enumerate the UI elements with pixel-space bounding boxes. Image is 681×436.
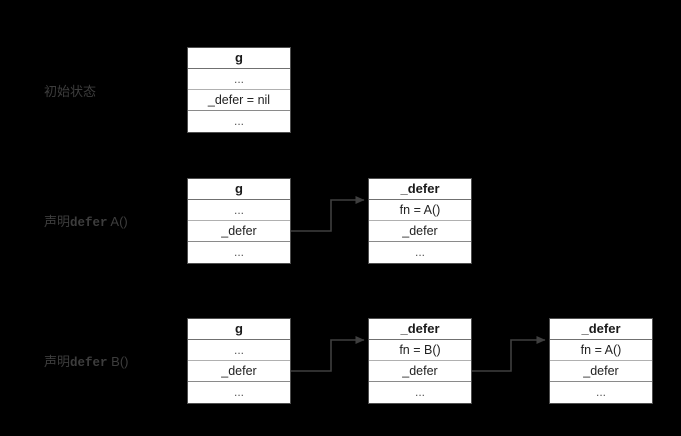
row-label-defer-a-keyword: defer: [70, 216, 108, 230]
struct-cell-defer: _defer: [188, 221, 290, 242]
row-label-defer-a: 声明defer A(): [44, 214, 128, 231]
struct-box-g-defer-a: g ... _defer ...: [187, 178, 291, 264]
struct-cell-dots-bottom: ...: [188, 382, 290, 403]
struct-header: _defer: [369, 179, 471, 200]
row-label-defer-b-prefix: 声明: [44, 354, 71, 369]
struct-cell-dots-top: ...: [188, 340, 290, 361]
struct-cell-fn: fn = A(): [550, 340, 652, 361]
struct-cell-defer: _defer: [369, 221, 471, 242]
row-label-defer-a-prefix: 声明: [44, 214, 71, 229]
struct-cell-dots-bottom: ...: [369, 242, 471, 263]
struct-header: _defer: [550, 319, 652, 340]
struct-box-defer-a: _defer fn = A() _defer ...: [368, 178, 472, 264]
arrow-defer-b-to-defer-a: [471, 336, 546, 372]
row-label-initial: 初始状态: [44, 84, 96, 100]
row-label-defer-a-suffix: A(): [107, 214, 128, 229]
arrow-g-to-defer-a: [291, 196, 365, 232]
arrow-g-to-defer-b: [291, 336, 365, 372]
struct-header: g: [188, 179, 290, 200]
struct-cell-dots-bottom: ...: [369, 382, 471, 403]
struct-header: g: [188, 319, 290, 340]
struct-cell-defer: _defer: [188, 361, 290, 382]
row-label-initial-text: 初始状态: [44, 84, 97, 99]
struct-cell-fn: fn = A(): [369, 200, 471, 221]
struct-cell-dots-bottom: ...: [188, 242, 290, 263]
struct-box-defer-b: _defer fn = B() _defer ...: [368, 318, 472, 404]
struct-cell-defer: _defer = nil: [188, 90, 290, 111]
struct-box-g-initial: g ... _defer = nil ...: [187, 47, 291, 133]
struct-cell-fn: fn = B(): [369, 340, 471, 361]
row-label-defer-b: 声明defer B(): [44, 354, 128, 371]
row-label-defer-b-suffix: B(): [107, 354, 129, 369]
row-label-defer-b-keyword: defer: [70, 356, 108, 370]
struct-header: _defer: [369, 319, 471, 340]
struct-cell-defer: _defer: [369, 361, 471, 382]
struct-box-defer-b-a: _defer fn = A() _defer ...: [549, 318, 653, 404]
struct-cell-dots-bottom: ...: [550, 382, 652, 403]
struct-cell-dots-bottom: ...: [188, 111, 290, 132]
struct-box-g-defer-b: g ... _defer ...: [187, 318, 291, 404]
struct-cell-dots-top: ...: [188, 200, 290, 221]
struct-cell-dots-top: ...: [188, 69, 290, 90]
struct-cell-defer: _defer: [550, 361, 652, 382]
struct-header: g: [188, 48, 290, 69]
